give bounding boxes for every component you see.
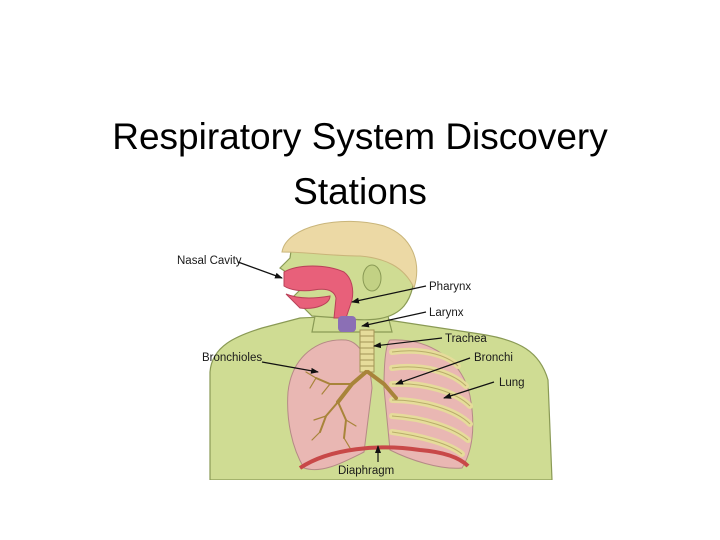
label-bronchioles: Bronchioles [202,352,262,364]
label-trachea: Trachea [445,333,487,345]
label-larynx: Larynx [429,307,464,319]
torso [210,317,552,480]
label-nasal-cavity: Nasal Cavity [177,255,242,267]
respiratory-diagram: Nasal Cavity Pharynx Larynx Trachea Bron… [170,218,570,480]
label-diaphragm: Diaphragm [338,465,394,477]
title-line-1: Respiratory System Discovery [112,116,608,157]
trachea [360,330,374,372]
label-bronchi: Bronchi [474,352,513,364]
slide-title: Respiratory System Discovery Stations [40,109,680,219]
label-pharynx: Pharynx [429,281,471,293]
label-lung: Lung [499,377,525,389]
larynx-shape [338,316,356,332]
ear [363,265,381,291]
title-line-2: Stations [293,171,427,212]
